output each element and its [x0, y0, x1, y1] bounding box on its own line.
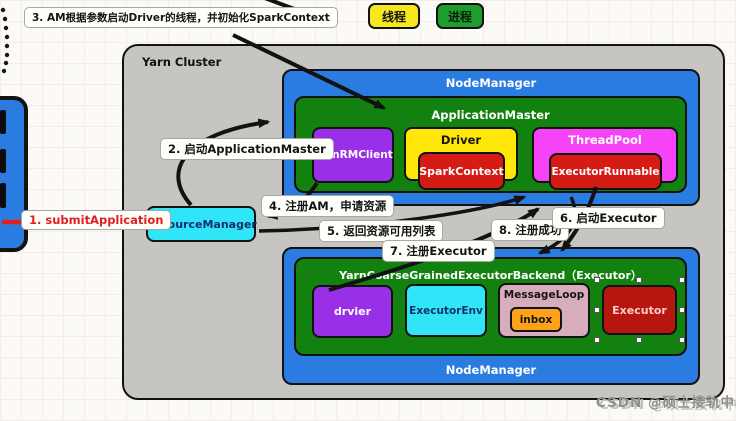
selection-handle[interactable] — [679, 307, 685, 313]
client-subbox-sliver — [0, 110, 6, 134]
legend-thread[interactable]: 线程 — [368, 3, 420, 29]
threadpool-label: ThreadPool — [568, 133, 642, 147]
legend-process[interactable]: 进程 — [436, 3, 484, 29]
step6-label[interactable]: 6. 启动Executor — [552, 207, 665, 229]
messageloop-label: MessageLoop — [503, 289, 585, 301]
executor-label: Executor — [612, 303, 667, 317]
node-executorenv[interactable]: ExecutorEnv — [405, 284, 487, 337]
executorenv-label: ExecutorEnv — [409, 304, 483, 317]
step1-label[interactable]: 1. submitApplication — [21, 210, 172, 230]
step7-label[interactable]: 7. 注册Executor — [382, 240, 495, 262]
selection-handle[interactable] — [594, 277, 600, 283]
step3-label[interactable]: 3. AM根据参数启动Driver的线程，并初始化SparkContext — [24, 7, 338, 28]
executorbackend-label: YarnCoarseGrainedExecutorBackend（Executo… — [339, 269, 642, 282]
driver-label: Driver — [440, 133, 482, 147]
sparkcontext-label: SparkContext — [419, 164, 504, 178]
node-executor[interactable]: Executor — [602, 285, 677, 335]
nodemanager-bottom-label: NodeManager — [445, 363, 537, 377]
nodemanager-top-label: NodeManager — [445, 76, 537, 90]
step4-label[interactable]: 4. 注册AM，申请资源 — [261, 195, 395, 217]
selection-handle[interactable] — [636, 277, 642, 283]
selection-handle[interactable] — [679, 277, 685, 283]
drvier-label: drvier — [333, 305, 372, 318]
node-sparkcontext[interactable]: SparkContext — [418, 152, 505, 190]
selection-handle[interactable] — [679, 337, 685, 343]
applicationmaster-label: ApplicationMaster — [431, 108, 550, 122]
inbox-label: inbox — [519, 313, 553, 326]
resourcemanager-label: ResourceManager — [145, 217, 257, 231]
legend-thread-label: 线程 — [381, 9, 406, 24]
step2-label[interactable]: 2. 启动ApplicationMaster — [160, 138, 334, 160]
step5-label[interactable]: 5. 返回资源可用列表 — [319, 220, 444, 242]
client-subbox-sliver — [0, 183, 6, 208]
selection-handle[interactable] — [594, 337, 600, 343]
node-inbox[interactable]: inbox — [510, 307, 562, 332]
executorrunnable-label: ExecutorRunnable — [551, 165, 660, 178]
node-executorrunnable[interactable]: ExecutorRunnable — [549, 153, 662, 190]
dotted-line — [0, 7, 10, 74]
selection-handle[interactable] — [636, 337, 642, 343]
client-subbox-sliver — [0, 149, 6, 173]
yarn-cluster-label: Yarn Cluster — [142, 55, 222, 69]
selection-handle[interactable] — [594, 307, 600, 313]
legend-process-label: 进程 — [447, 9, 472, 24]
watermark: CSDN @硕士接轨中 — [595, 395, 735, 411]
node-drvier[interactable]: drvier — [312, 285, 393, 338]
